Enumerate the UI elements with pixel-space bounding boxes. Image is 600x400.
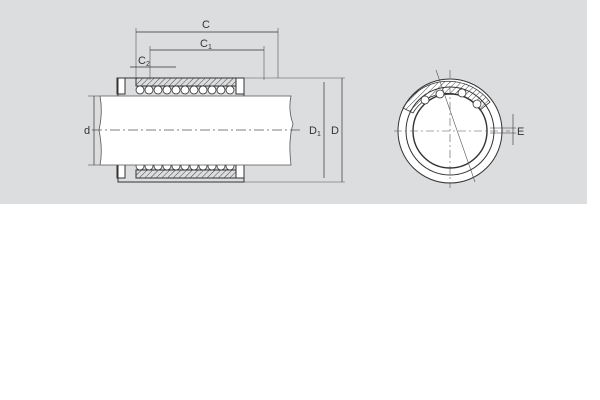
label-C: C [202, 19, 210, 31]
sleeve-top [135, 77, 244, 87]
label-D: D [331, 125, 339, 137]
end-view: E [394, 69, 524, 188]
label-D1: D1 [309, 125, 321, 138]
label-C2: C2 [138, 55, 150, 68]
label-d: d [84, 125, 90, 137]
side-view: C C1 C2 d D1 D [84, 19, 345, 183]
label-C1: C1 [200, 38, 212, 51]
sleeve-bottom [135, 169, 244, 179]
shaft [98, 95, 294, 166]
label-E: E [517, 126, 524, 138]
balls-top [135, 85, 235, 95]
